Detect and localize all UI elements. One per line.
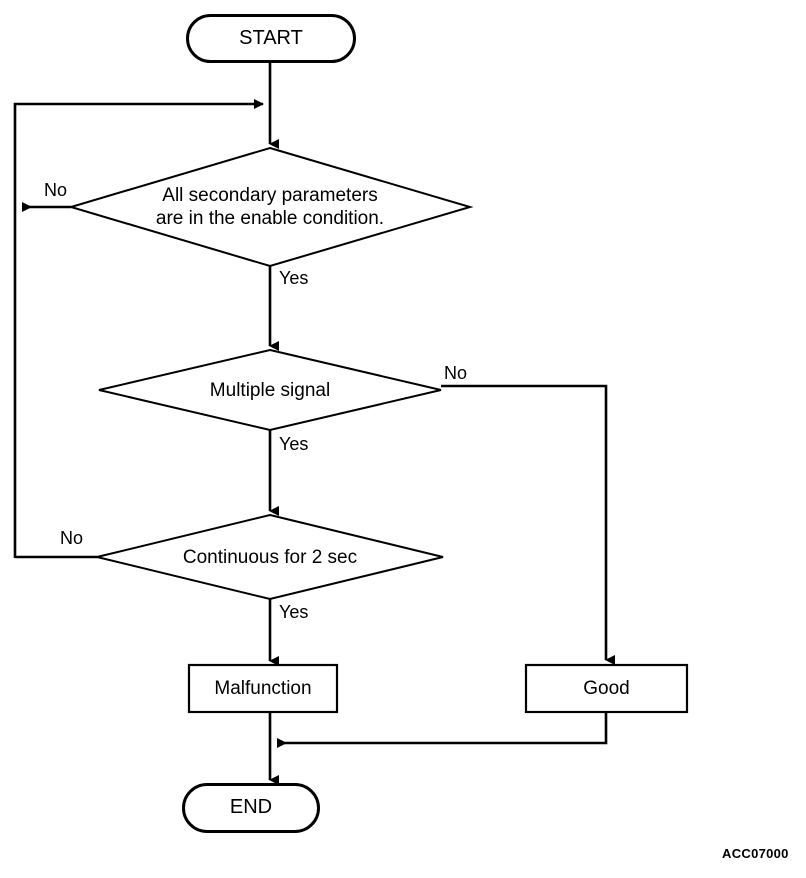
edge-decision2-no-to-good <box>441 384 615 665</box>
edge-label-no-multiple-signal: No <box>444 363 468 383</box>
edge-label-yes-continuous: Yes <box>279 602 309 622</box>
figure-code-label: ACC07000 <box>722 846 789 861</box>
edge-label-yes-multiple-signal: Yes <box>279 434 309 454</box>
edge-loop-back-rail <box>13 99 264 558</box>
edge-label-no-secondary-parameters: No <box>44 180 68 200</box>
decision-continuous-shape <box>96 513 444 601</box>
decision-secondary-parameters-shape <box>67 146 474 268</box>
edge-good-to-merge <box>277 712 608 748</box>
edge-label-yes-secondary-parameters: Yes <box>279 268 309 288</box>
malfunction-box-shape <box>187 663 339 714</box>
edge-label-no-continuous: No <box>60 528 84 548</box>
good-box-shape <box>524 663 689 714</box>
decision-multiple-signal-shape <box>98 348 442 432</box>
start-terminator-shape <box>186 14 356 63</box>
end-terminator-shape <box>182 783 320 833</box>
